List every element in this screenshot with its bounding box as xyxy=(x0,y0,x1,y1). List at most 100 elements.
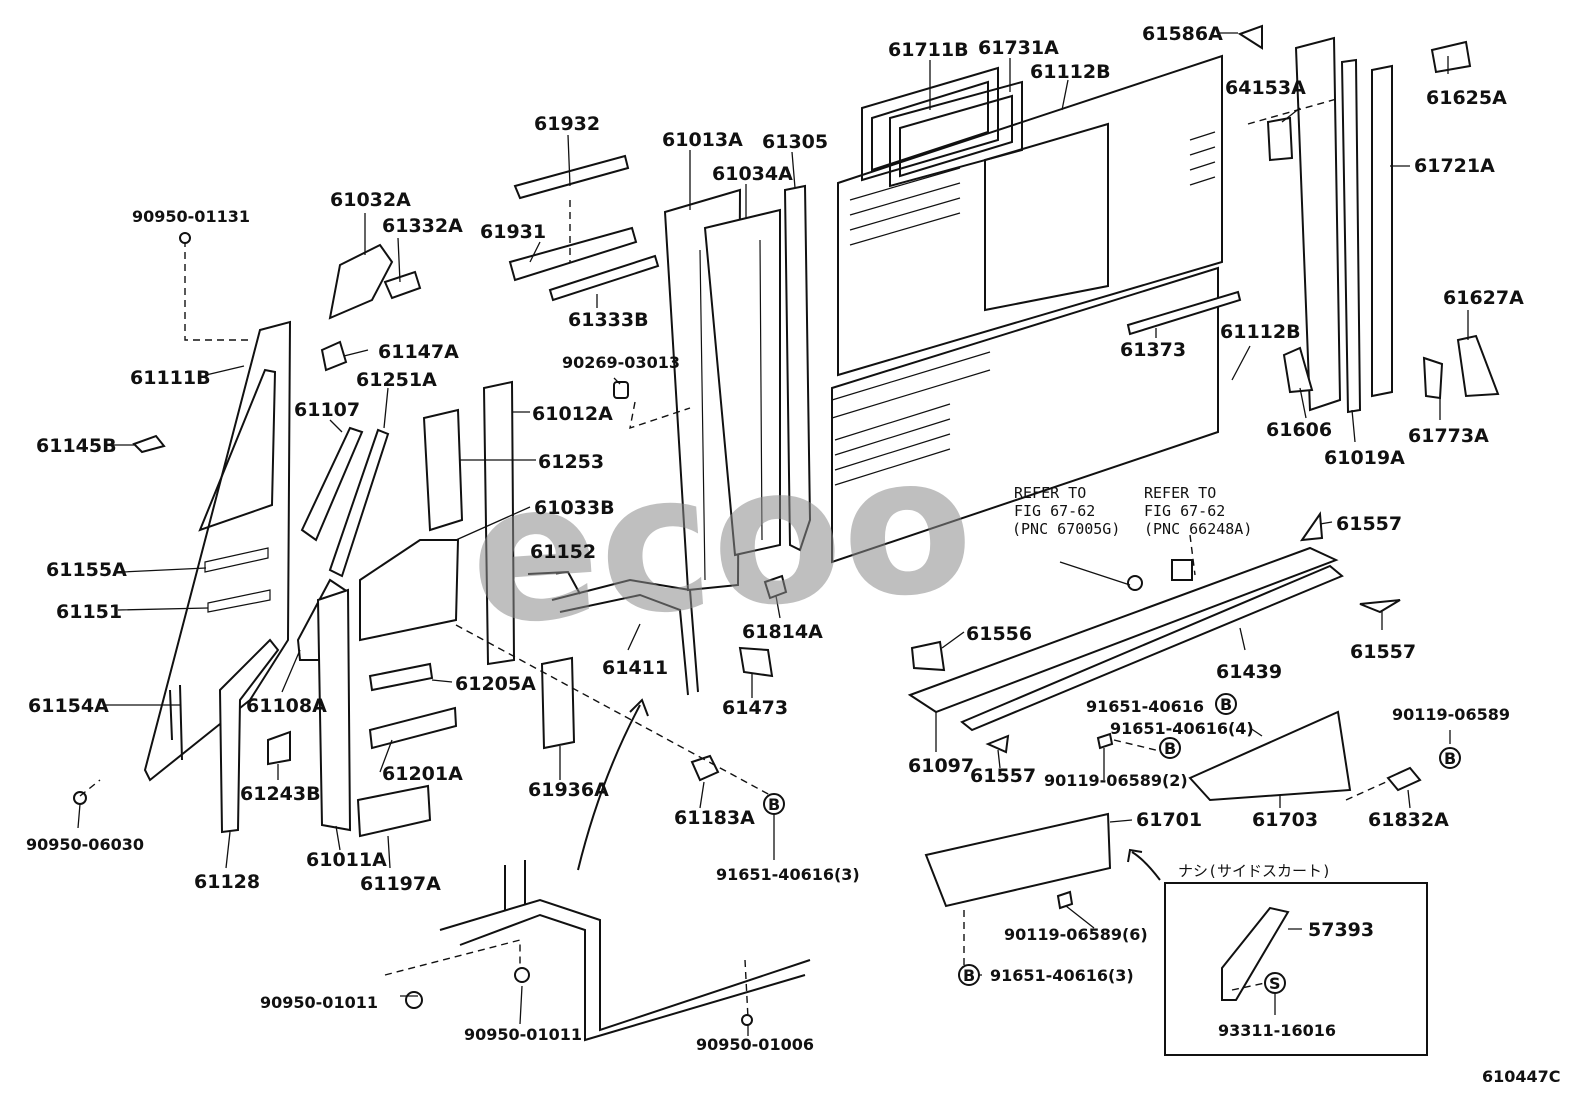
marker-b-5 xyxy=(958,964,980,986)
label-61721A: 61721A xyxy=(1414,155,1495,177)
label-90119-06589-r: 90119-06589 xyxy=(1392,705,1510,724)
label-61936A: 61936A xyxy=(528,779,609,801)
label-61145B: 61145B xyxy=(36,435,117,457)
part-drawings xyxy=(73,24,1500,1056)
plug-61145B xyxy=(132,434,166,454)
skirt-61701 xyxy=(924,812,1112,908)
label-61556: 61556 xyxy=(966,623,1032,645)
label-61034A: 61034A xyxy=(712,163,793,185)
side-panel-lower xyxy=(831,266,1219,564)
gusset-61586A xyxy=(1237,24,1263,50)
panel-61936A xyxy=(540,656,576,750)
label-61305: 61305 xyxy=(762,131,828,153)
refer1-line2: FIG 67-62 xyxy=(1014,502,1095,520)
label-61703: 61703 xyxy=(1252,809,1318,831)
label-61586A: 61586A xyxy=(1142,23,1223,45)
refer1-line1: REFER TO xyxy=(1014,484,1086,502)
strip-61373 xyxy=(1126,290,1242,336)
refer2-line1: REFER TO xyxy=(1144,484,1216,502)
rocker-sill xyxy=(907,546,1344,732)
plate-61473 xyxy=(738,646,774,678)
refer-note-1: REFER TO FIG 67-62 (PNC 67005G) xyxy=(1012,484,1120,538)
marker-b-2 xyxy=(1215,693,1237,715)
bracket-61625A xyxy=(1430,40,1472,74)
label-64153A: 64153A xyxy=(1225,77,1306,99)
pillar-garnish-strips xyxy=(300,426,390,578)
diagram-code: 610447C xyxy=(1482,1067,1561,1086)
label-90950-01131: 90950-01131 xyxy=(132,207,250,226)
wheel-arch-61411 xyxy=(527,570,699,696)
roof-rails xyxy=(508,154,660,302)
bracket-61832A xyxy=(1386,766,1422,792)
label-61557-a: 61557 xyxy=(1336,513,1402,535)
label-61373: 61373 xyxy=(1120,339,1186,361)
label-61931: 61931 xyxy=(480,221,546,243)
label-91651-40616-3b: 91651-40616(3) xyxy=(990,966,1134,985)
label-61627A: 61627A xyxy=(1443,287,1524,309)
label-61155A: 61155A xyxy=(46,559,127,581)
label-61932: 61932 xyxy=(534,113,600,135)
label-61012A: 61012A xyxy=(532,403,613,425)
label-61814A: 61814A xyxy=(742,621,823,643)
label-90119-06589-6: 90119-06589(6) xyxy=(1004,925,1148,944)
label-90119-06589-2: 90119-06589(2) xyxy=(1044,771,1188,790)
label-61183A: 61183A xyxy=(674,807,755,829)
label-61107: 61107 xyxy=(294,399,360,421)
marker-b-3 xyxy=(1159,737,1181,759)
label-61112B-mid: 61112B xyxy=(1220,321,1301,343)
marker-b-4-text: B xyxy=(1444,749,1456,768)
label-61201A: 61201A xyxy=(382,763,463,785)
rear-pillars xyxy=(1247,36,1393,414)
refer1-line3: (PNC 67005G) xyxy=(1012,520,1120,538)
label-90950-01006: 90950-01006 xyxy=(696,1035,814,1054)
marker-s-1-text: S xyxy=(1269,974,1281,993)
label-61152: 61152 xyxy=(530,541,596,563)
label-61251A: 61251A xyxy=(356,369,437,391)
label-91651-40616-b: 91651-40616 xyxy=(1086,697,1204,716)
label-61606: 61606 xyxy=(1266,419,1332,441)
label-61032A: 61032A xyxy=(330,189,411,211)
label-61701: 61701 xyxy=(1136,809,1202,831)
label-61108A: 61108A xyxy=(246,695,327,717)
center-pillar xyxy=(663,184,812,592)
grommet-refer xyxy=(1127,575,1143,591)
part-labels: 61711B 61731A 61112B 61586A 64153A 61625… xyxy=(26,23,1524,1054)
marker-b-4 xyxy=(1439,747,1461,769)
label-93311-16016: 93311-16016 xyxy=(1218,1021,1336,1040)
label-61411: 61411 xyxy=(602,657,668,679)
part-57393 xyxy=(1221,906,1290,1001)
lower-pillar-parts xyxy=(218,578,352,834)
label-61773A: 61773A xyxy=(1408,425,1489,447)
plug-90950-01011-b xyxy=(514,967,530,983)
refer2-line2: FIG 67-62 xyxy=(1144,502,1225,520)
label-90269-03013: 90269-03013 xyxy=(562,353,680,372)
floor-frame xyxy=(384,860,811,1042)
pillar-inner-panels xyxy=(359,380,516,666)
label-61439: 61439 xyxy=(1216,661,1282,683)
label-61557-c: 61557 xyxy=(970,765,1036,787)
label-90950-01011-b: 90950-01011 xyxy=(464,1025,582,1044)
inset-box xyxy=(1164,882,1428,1056)
label-61197A: 61197A xyxy=(360,873,441,895)
label-61147A: 61147A xyxy=(378,341,459,363)
label-61832A: 61832A xyxy=(1368,809,1449,831)
label-61151: 61151 xyxy=(56,601,122,623)
label-61019A: 61019A xyxy=(1324,447,1405,469)
label-61128: 61128 xyxy=(194,871,260,893)
label-91651-40616-3a: 91651-40616(3) xyxy=(716,865,860,884)
label-61011A: 61011A xyxy=(306,849,387,871)
label-91651-40616-4: 91651-40616(4) xyxy=(1110,719,1254,738)
label-61097: 61097 xyxy=(908,755,974,777)
gusset-61556 xyxy=(910,640,946,672)
marker-b-1 xyxy=(763,793,785,815)
clip-61814A xyxy=(763,574,788,600)
window-frame xyxy=(861,66,1023,188)
label-90950-06030: 90950-06030 xyxy=(26,835,144,854)
label-57393: 57393 xyxy=(1308,919,1374,941)
gusset-61557-b xyxy=(1359,599,1401,614)
leader-lines xyxy=(77,32,1469,1036)
label-61253: 61253 xyxy=(538,451,604,473)
nut-90269-03013 xyxy=(613,381,629,399)
marker-b-2-text: B xyxy=(1220,695,1232,714)
